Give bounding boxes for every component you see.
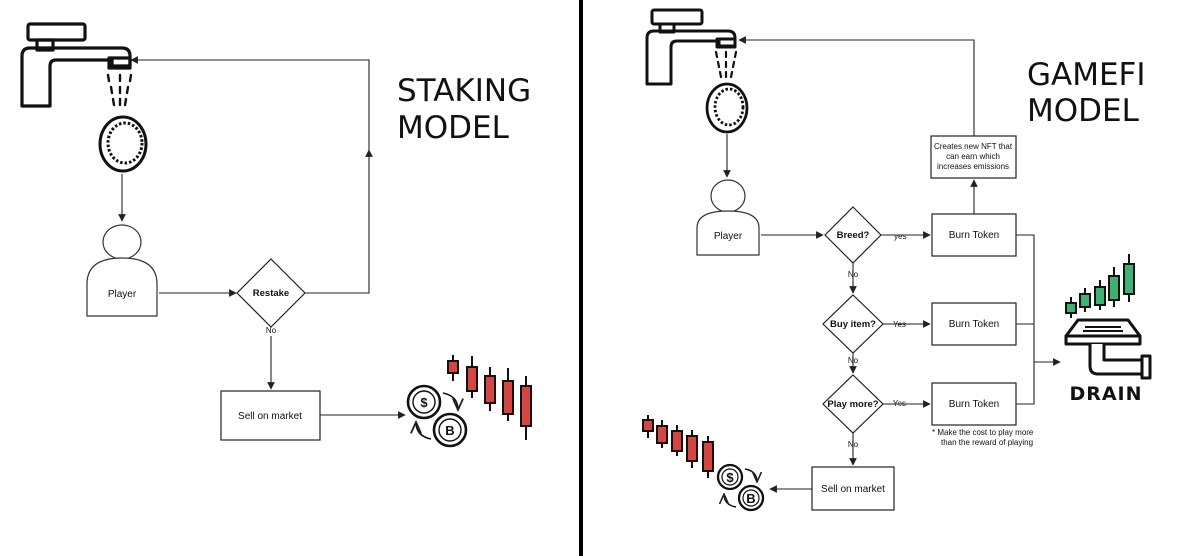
- burn-token-box-play: [931, 382, 1017, 426]
- cost-note-line1: * Make the cost to play more: [932, 428, 1034, 437]
- gamefi-exchange-coins-icon: $ B: [716, 463, 765, 512]
- gamefi-title-line1: GAMEFI: [1027, 57, 1146, 93]
- gamefi-edges: [723, 36, 1061, 493]
- burn-token-label-buy: Burn Token: [949, 319, 999, 330]
- svg-text:$: $: [726, 470, 734, 485]
- drain-icon: [1064, 318, 1152, 380]
- staking-sell-box: [220, 390, 321, 441]
- restake-no-label: No: [266, 326, 277, 335]
- gamefi-player-icon: [696, 179, 760, 256]
- restake-label: Restake: [253, 288, 289, 299]
- burn-token-label-play: Burn Token: [949, 399, 999, 410]
- nft-box: [930, 135, 1017, 179]
- gamefi-title-line2: MODEL: [1027, 93, 1140, 129]
- breed-yes-label: yes: [894, 232, 906, 241]
- water-drops-icon: [106, 73, 133, 107]
- nft-label-line2: can earn which: [946, 152, 1000, 161]
- coin-icon: [98, 115, 148, 173]
- drain-label: DRAIN: [1069, 383, 1142, 405]
- svg-text:B: B: [746, 491, 755, 506]
- breed-label: Breed?: [837, 230, 870, 241]
- gamefi-water-drops-icon: [714, 50, 738, 79]
- svg-text:B: B: [445, 423, 454, 438]
- svg-text:$: $: [420, 395, 428, 410]
- gamefi-sell-box: [811, 466, 895, 511]
- staking-sell-label: Sell on market: [238, 411, 302, 422]
- faucet-icon: [20, 22, 132, 108]
- staking-player-label: Player: [108, 289, 137, 300]
- burn-token-label-breed: Burn Token: [949, 230, 999, 241]
- gamefi-red-candlesticks-icon: [642, 415, 714, 478]
- gamefi-sell-label: Sell on market: [821, 484, 885, 495]
- nft-label-line3: increases emissions: [937, 162, 1009, 171]
- nft-label-line1: Creates new NFT that: [934, 142, 1013, 151]
- play-more-label: Play more?: [827, 399, 878, 410]
- staking-model-panel: STAKING MODEL Player Restake No: [20, 22, 532, 448]
- green-candlesticks-icon: [1065, 254, 1135, 318]
- restake-decision: [236, 258, 306, 328]
- buy-item-label: Buy item?: [830, 319, 876, 330]
- gamefi-faucet-icon: [645, 8, 737, 86]
- staking-player-icon: [86, 224, 158, 317]
- staking-title-line1: STAKING: [397, 73, 531, 109]
- exchange-coins-icon: $ B: [406, 384, 468, 448]
- staking-title-line2: MODEL: [397, 110, 510, 146]
- cost-note-line2: than the reward of playing: [941, 438, 1033, 447]
- staking-edges: [118, 56, 406, 419]
- gamefi-player-label: Player: [714, 231, 743, 242]
- gamefi-coin-icon: [705, 82, 749, 134]
- red-candlesticks-icon: [447, 355, 532, 440]
- gamefi-model-panel: GAMEFI MODEL Player Breed? Buy item?: [642, 8, 1152, 512]
